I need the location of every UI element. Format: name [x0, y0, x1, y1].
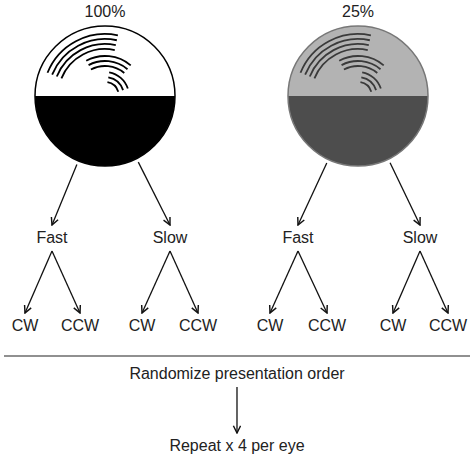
node-text: Repeat x 4 per eye — [169, 436, 304, 456]
node-text: Slow — [153, 228, 188, 248]
node-text: CW — [12, 316, 39, 336]
contrast-heading: 100% — [33, 2, 177, 22]
stimulus-drawing — [33, 24, 177, 168]
connectors — [25, 162, 448, 433]
speed-label: Slow — [403, 228, 438, 248]
flow-arrow — [52, 251, 80, 313]
flow-arrow — [298, 163, 327, 225]
node-text: Fast — [36, 228, 67, 248]
direction-label: CCW — [308, 316, 346, 336]
node-text: CW — [129, 316, 156, 336]
speed-label: Fast — [282, 228, 313, 248]
flow-arrow — [25, 251, 52, 313]
direction-label: CCW — [179, 316, 217, 336]
stimulus-circle: 100% — [33, 2, 177, 170]
flow-arrow — [52, 164, 77, 225]
node-text: CCW — [308, 316, 346, 336]
flow-arrow — [298, 251, 327, 313]
node-text: Randomize presentation order — [129, 364, 344, 384]
node-text: CCW — [61, 316, 99, 336]
contrast-heading: 25% — [286, 2, 430, 22]
stimulus-circle: 25% — [286, 2, 430, 170]
node-text: CW — [257, 316, 284, 336]
divider-line — [4, 355, 470, 356]
direction-label: CCW — [61, 316, 99, 336]
direction-label: CW — [12, 316, 39, 336]
direction-label: CCW — [429, 316, 467, 336]
step-label: Repeat x 4 per eye — [169, 436, 304, 456]
direction-label: CW — [380, 316, 407, 336]
flow-arrow — [270, 251, 298, 313]
node-text: Fast — [282, 228, 313, 248]
stimulus-drawing — [286, 24, 430, 168]
node-text: CW — [380, 316, 407, 336]
node-text: CCW — [179, 316, 217, 336]
step-label: Randomize presentation order — [129, 364, 344, 384]
flow-arrow — [390, 163, 420, 225]
flow-arrow — [420, 251, 448, 313]
direction-label: CW — [257, 316, 284, 336]
node-text: Slow — [403, 228, 438, 248]
direction-label: CW — [129, 316, 156, 336]
node-text: CCW — [429, 316, 467, 336]
speed-label: Fast — [36, 228, 67, 248]
flow-arrow — [142, 251, 170, 313]
flow-arrow — [138, 162, 170, 225]
speed-label: Slow — [153, 228, 188, 248]
flow-arrow — [393, 251, 420, 313]
flow-arrow — [170, 251, 198, 313]
flow-arrow — [236, 387, 237, 433]
